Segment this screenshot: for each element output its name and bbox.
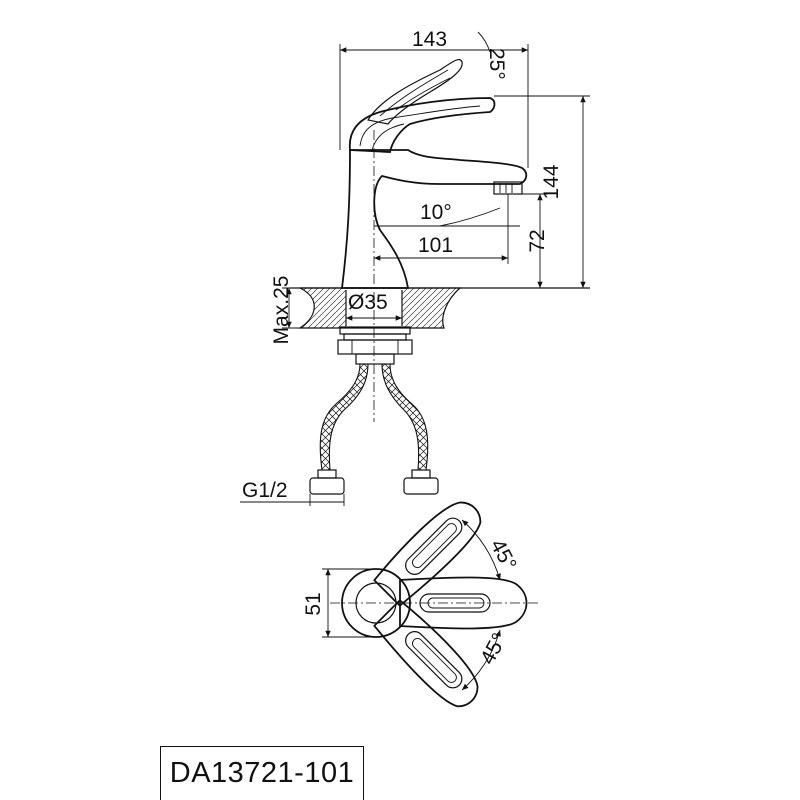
- hose-fitting-right: [403, 477, 439, 495]
- lever-handle: [348, 97, 496, 153]
- dim-spout-angle: 10°: [420, 201, 452, 224]
- dim-mount-hole: Ø35: [348, 291, 388, 314]
- dim-spout-height: 72: [526, 229, 549, 252]
- lever-top-45-down: [373, 599, 479, 708]
- dim-spout-reach: 101: [418, 234, 453, 257]
- dim-total-height: 144: [540, 164, 563, 199]
- model-number: DA13721-101: [169, 757, 355, 789]
- model-label-box: DA13721-101: [160, 746, 364, 800]
- dim-body-width: 51: [302, 592, 325, 615]
- dim-swing-angle-top: 45°: [486, 536, 521, 575]
- dim-mount-thickness: Max.25: [270, 276, 293, 345]
- lever-raised: [367, 58, 463, 125]
- mount-nut: [337, 339, 413, 355]
- dim-lever-angle: 25°: [485, 48, 508, 80]
- hose-left: [319, 363, 369, 471]
- dim-swing-angle-bottom: 45°: [476, 630, 511, 669]
- lever-top-45-up: [373, 501, 482, 607]
- dim-hose-thread: G1/2: [242, 479, 288, 502]
- hose-right: [381, 363, 429, 471]
- side-view: 143 25° 144 10° 101 72 Max.25 Ø35 G1/2: [240, 28, 590, 506]
- top-view: 51 45° 45°: [302, 501, 538, 708]
- dim-total-length: 143: [412, 28, 447, 51]
- hose-fitting-left: [309, 477, 345, 495]
